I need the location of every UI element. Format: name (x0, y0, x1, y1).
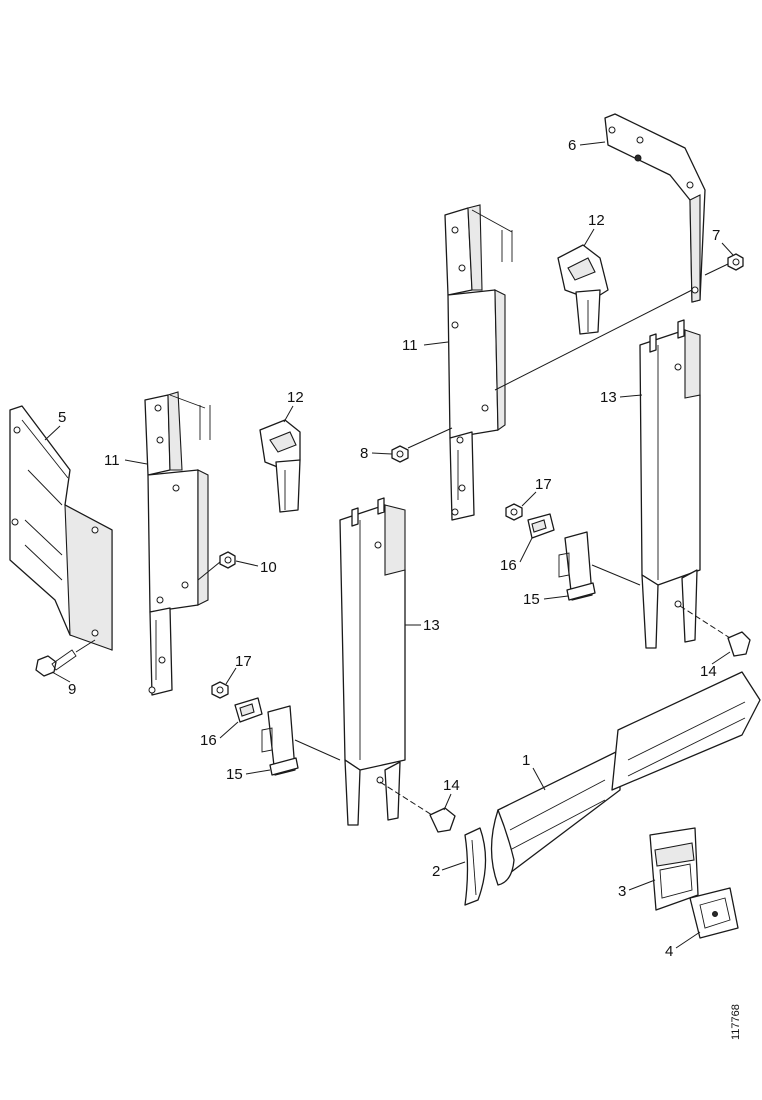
callout-12-right-label: 12 (588, 212, 605, 229)
part-9-screw (35, 639, 96, 677)
callout-17-left-label: 17 (235, 653, 252, 670)
part-2-end-cap (464, 827, 487, 906)
callout-14-center: 14 (443, 777, 460, 811)
part-14-center-clip (379, 781, 456, 833)
callout-17-right-label: 17 (535, 476, 552, 493)
callout-16-left-label: 16 (200, 732, 217, 749)
part-12-left-latch (259, 419, 301, 513)
part-17-right-nut (505, 503, 523, 521)
part-15-right-bracket (558, 531, 641, 601)
callout-11-left-label: 11 (104, 452, 120, 469)
callout-4-label: 4 (665, 943, 673, 960)
callout-10-label: 10 (260, 559, 277, 576)
callout-3-label: 3 (618, 883, 626, 900)
part-14-right-clip (679, 605, 751, 657)
part-5-bracket-plate (9, 405, 113, 651)
part-13-right-column (639, 319, 701, 649)
callout-12-left-label: 12 (287, 389, 304, 406)
callout-14-center-label: 14 (443, 777, 460, 794)
callout-9-label: 9 (68, 681, 76, 698)
callout-13-right-label: 13 (600, 389, 617, 406)
callout-14-right-label: 14 (700, 663, 717, 680)
callout-17-left: 17 (225, 653, 252, 685)
callout-15-left: 15 (226, 766, 271, 783)
callout-5-label: 5 (58, 409, 66, 426)
part-13-center-column (339, 497, 406, 826)
callout-2: 2 (432, 861, 466, 880)
part-1-tube-rail (490, 671, 761, 886)
callout-9: 9 (51, 671, 76, 698)
callout-6-label: 6 (568, 137, 576, 154)
callout-3: 3 (618, 879, 656, 900)
callout-2-label: 2 (432, 863, 440, 880)
part-17-left-nut (211, 681, 229, 699)
part-4-end-plate (689, 887, 739, 939)
callout-13-center-label: 13 (423, 617, 440, 634)
part-16-left-clip (234, 697, 263, 723)
part-12-right-latch (557, 244, 609, 335)
part-7-nut (704, 253, 744, 276)
callout-4: 4 (665, 931, 701, 960)
callout-13-right: 13 (600, 389, 643, 406)
part-10-nut (219, 551, 236, 569)
callout-8: 8 (360, 445, 393, 462)
callout-1: 1 (522, 752, 546, 791)
callout-7: 7 (712, 227, 734, 256)
callout-15-left-label: 15 (226, 766, 243, 783)
callout-12-right: 12 (583, 212, 605, 247)
callout-17-right: 17 (521, 476, 552, 507)
callout-11-left: 11 (104, 452, 148, 469)
part-8-nut (391, 289, 693, 463)
callout-16-right: 16 (500, 537, 533, 574)
callout-13-center: 13 (405, 617, 440, 634)
callout-10: 10 (197, 559, 277, 581)
part-15-left-bracket (261, 705, 341, 776)
callout-11-right-label: 11 (402, 337, 418, 354)
callout-15-right-label: 15 (523, 591, 540, 608)
part-11-right-rail (444, 204, 513, 521)
callout-12-left: 12 (283, 389, 304, 423)
part-3-connector (649, 827, 699, 911)
part-16-right-clip (527, 513, 555, 539)
callout-5: 5 (44, 409, 66, 441)
callout-16-left: 16 (200, 721, 239, 749)
callout-16-right-label: 16 (500, 557, 517, 574)
part-6-upper-bracket (604, 113, 706, 303)
callout-6: 6 (568, 137, 606, 154)
part-11-left-rail (144, 391, 211, 696)
callout-7-label: 7 (712, 227, 720, 244)
callout-11-right: 11 (402, 337, 449, 354)
document-id: 117768 (730, 1004, 742, 1040)
callout-15-right: 15 (523, 591, 569, 608)
callout-8-label: 8 (360, 445, 368, 462)
callout-14-right: 14 (700, 651, 731, 680)
callout-1-label: 1 (522, 752, 530, 769)
